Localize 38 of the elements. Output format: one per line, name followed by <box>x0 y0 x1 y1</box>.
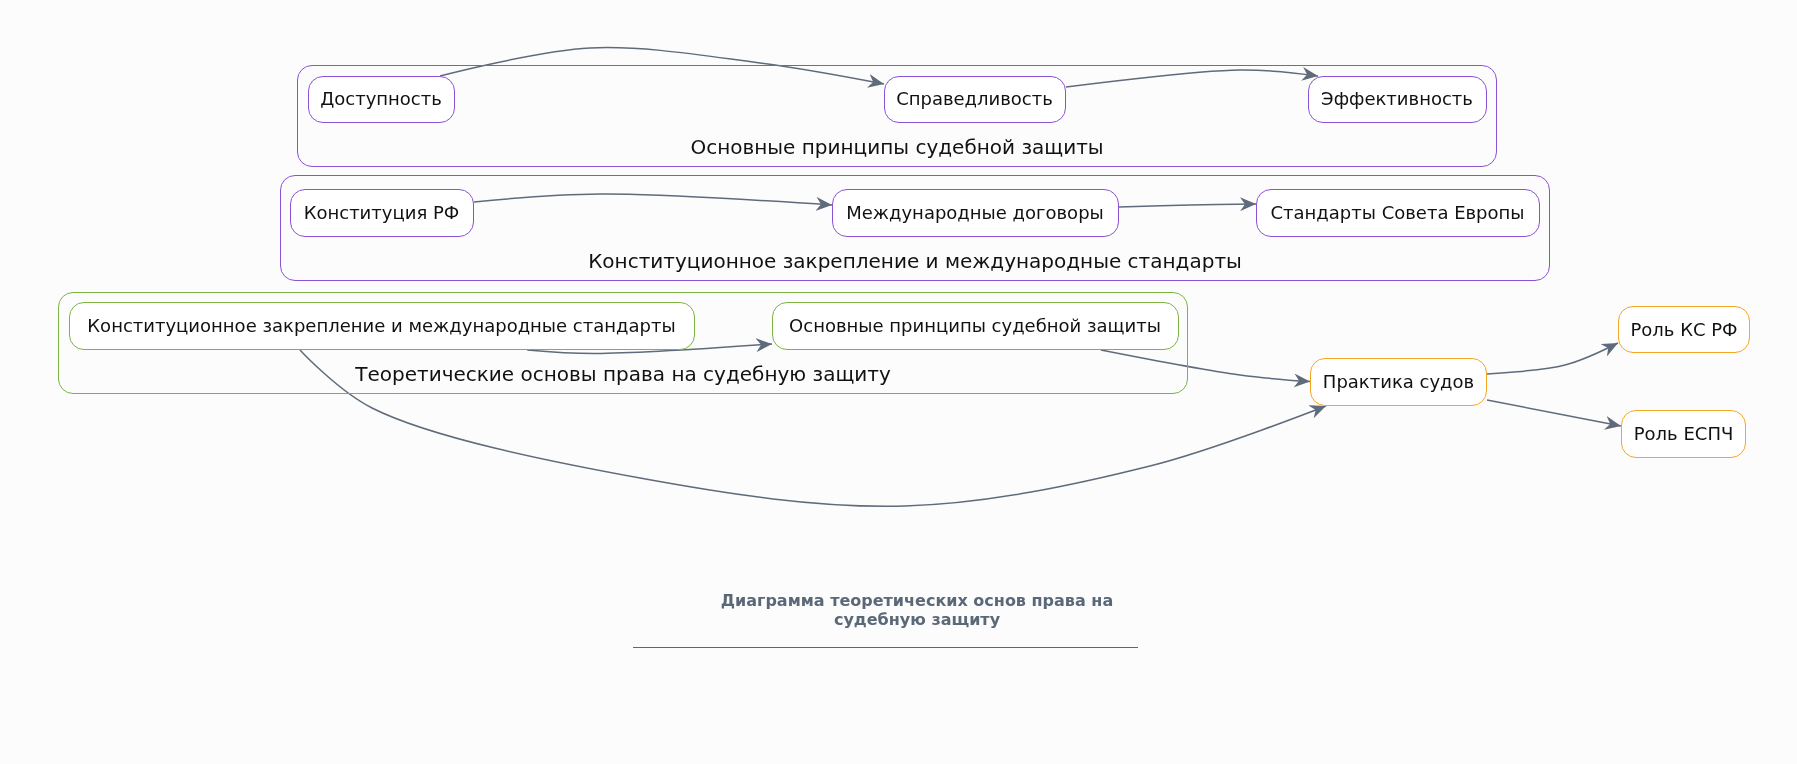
node-label: Эффективность <box>1321 88 1473 110</box>
process-box <box>883 75 1066 123</box>
process-box <box>1307 75 1487 123</box>
arrow <box>439 46 885 88</box>
arrow <box>1100 349 1311 388</box>
arrow <box>526 338 773 355</box>
process-box <box>68 301 695 350</box>
process-box <box>1310 358 1487 406</box>
process-box <box>1255 188 1540 237</box>
group-label: Основные принципы судебной защиты <box>690 135 1104 159</box>
node-label: Роль ЕСПЧ <box>1633 423 1734 445</box>
group-frame <box>280 175 1550 281</box>
group-frame <box>297 65 1497 167</box>
node-label: Доступность <box>320 88 442 110</box>
process-box <box>1621 410 1746 458</box>
arrow <box>1118 197 1257 212</box>
node-label: Роль КС РФ <box>1630 318 1738 341</box>
arrow <box>1486 399 1622 430</box>
group-label: Теоретические основы права на судебную защиту <box>355 362 891 386</box>
node-label: Практика судов <box>1322 371 1475 393</box>
arrow <box>1486 342 1619 375</box>
process-box <box>289 188 474 237</box>
diagram-caption: Диаграмма теоретических основ права на судебную защиту <box>719 592 1115 629</box>
process-box <box>831 188 1119 237</box>
arrow <box>1065 66 1319 88</box>
arrow <box>473 193 833 211</box>
node-label: Справедливость <box>896 88 1053 110</box>
process-box <box>307 75 455 123</box>
process-box <box>1618 306 1750 353</box>
node-label: Конституционное закрепление и международные стандарты <box>87 314 676 337</box>
node-label: Конституция РФ <box>303 201 460 224</box>
arrow <box>299 349 1327 507</box>
node-label: Стандарты Совета Европы <box>1270 201 1525 224</box>
node-label: Международные договоры <box>846 201 1104 224</box>
node-label: Основные принципы судебной защиты <box>789 314 1161 337</box>
group-label: Конституционное закрепление и международные стандарты <box>588 249 1242 273</box>
process-box <box>771 301 1179 350</box>
group-frame <box>58 292 1188 394</box>
